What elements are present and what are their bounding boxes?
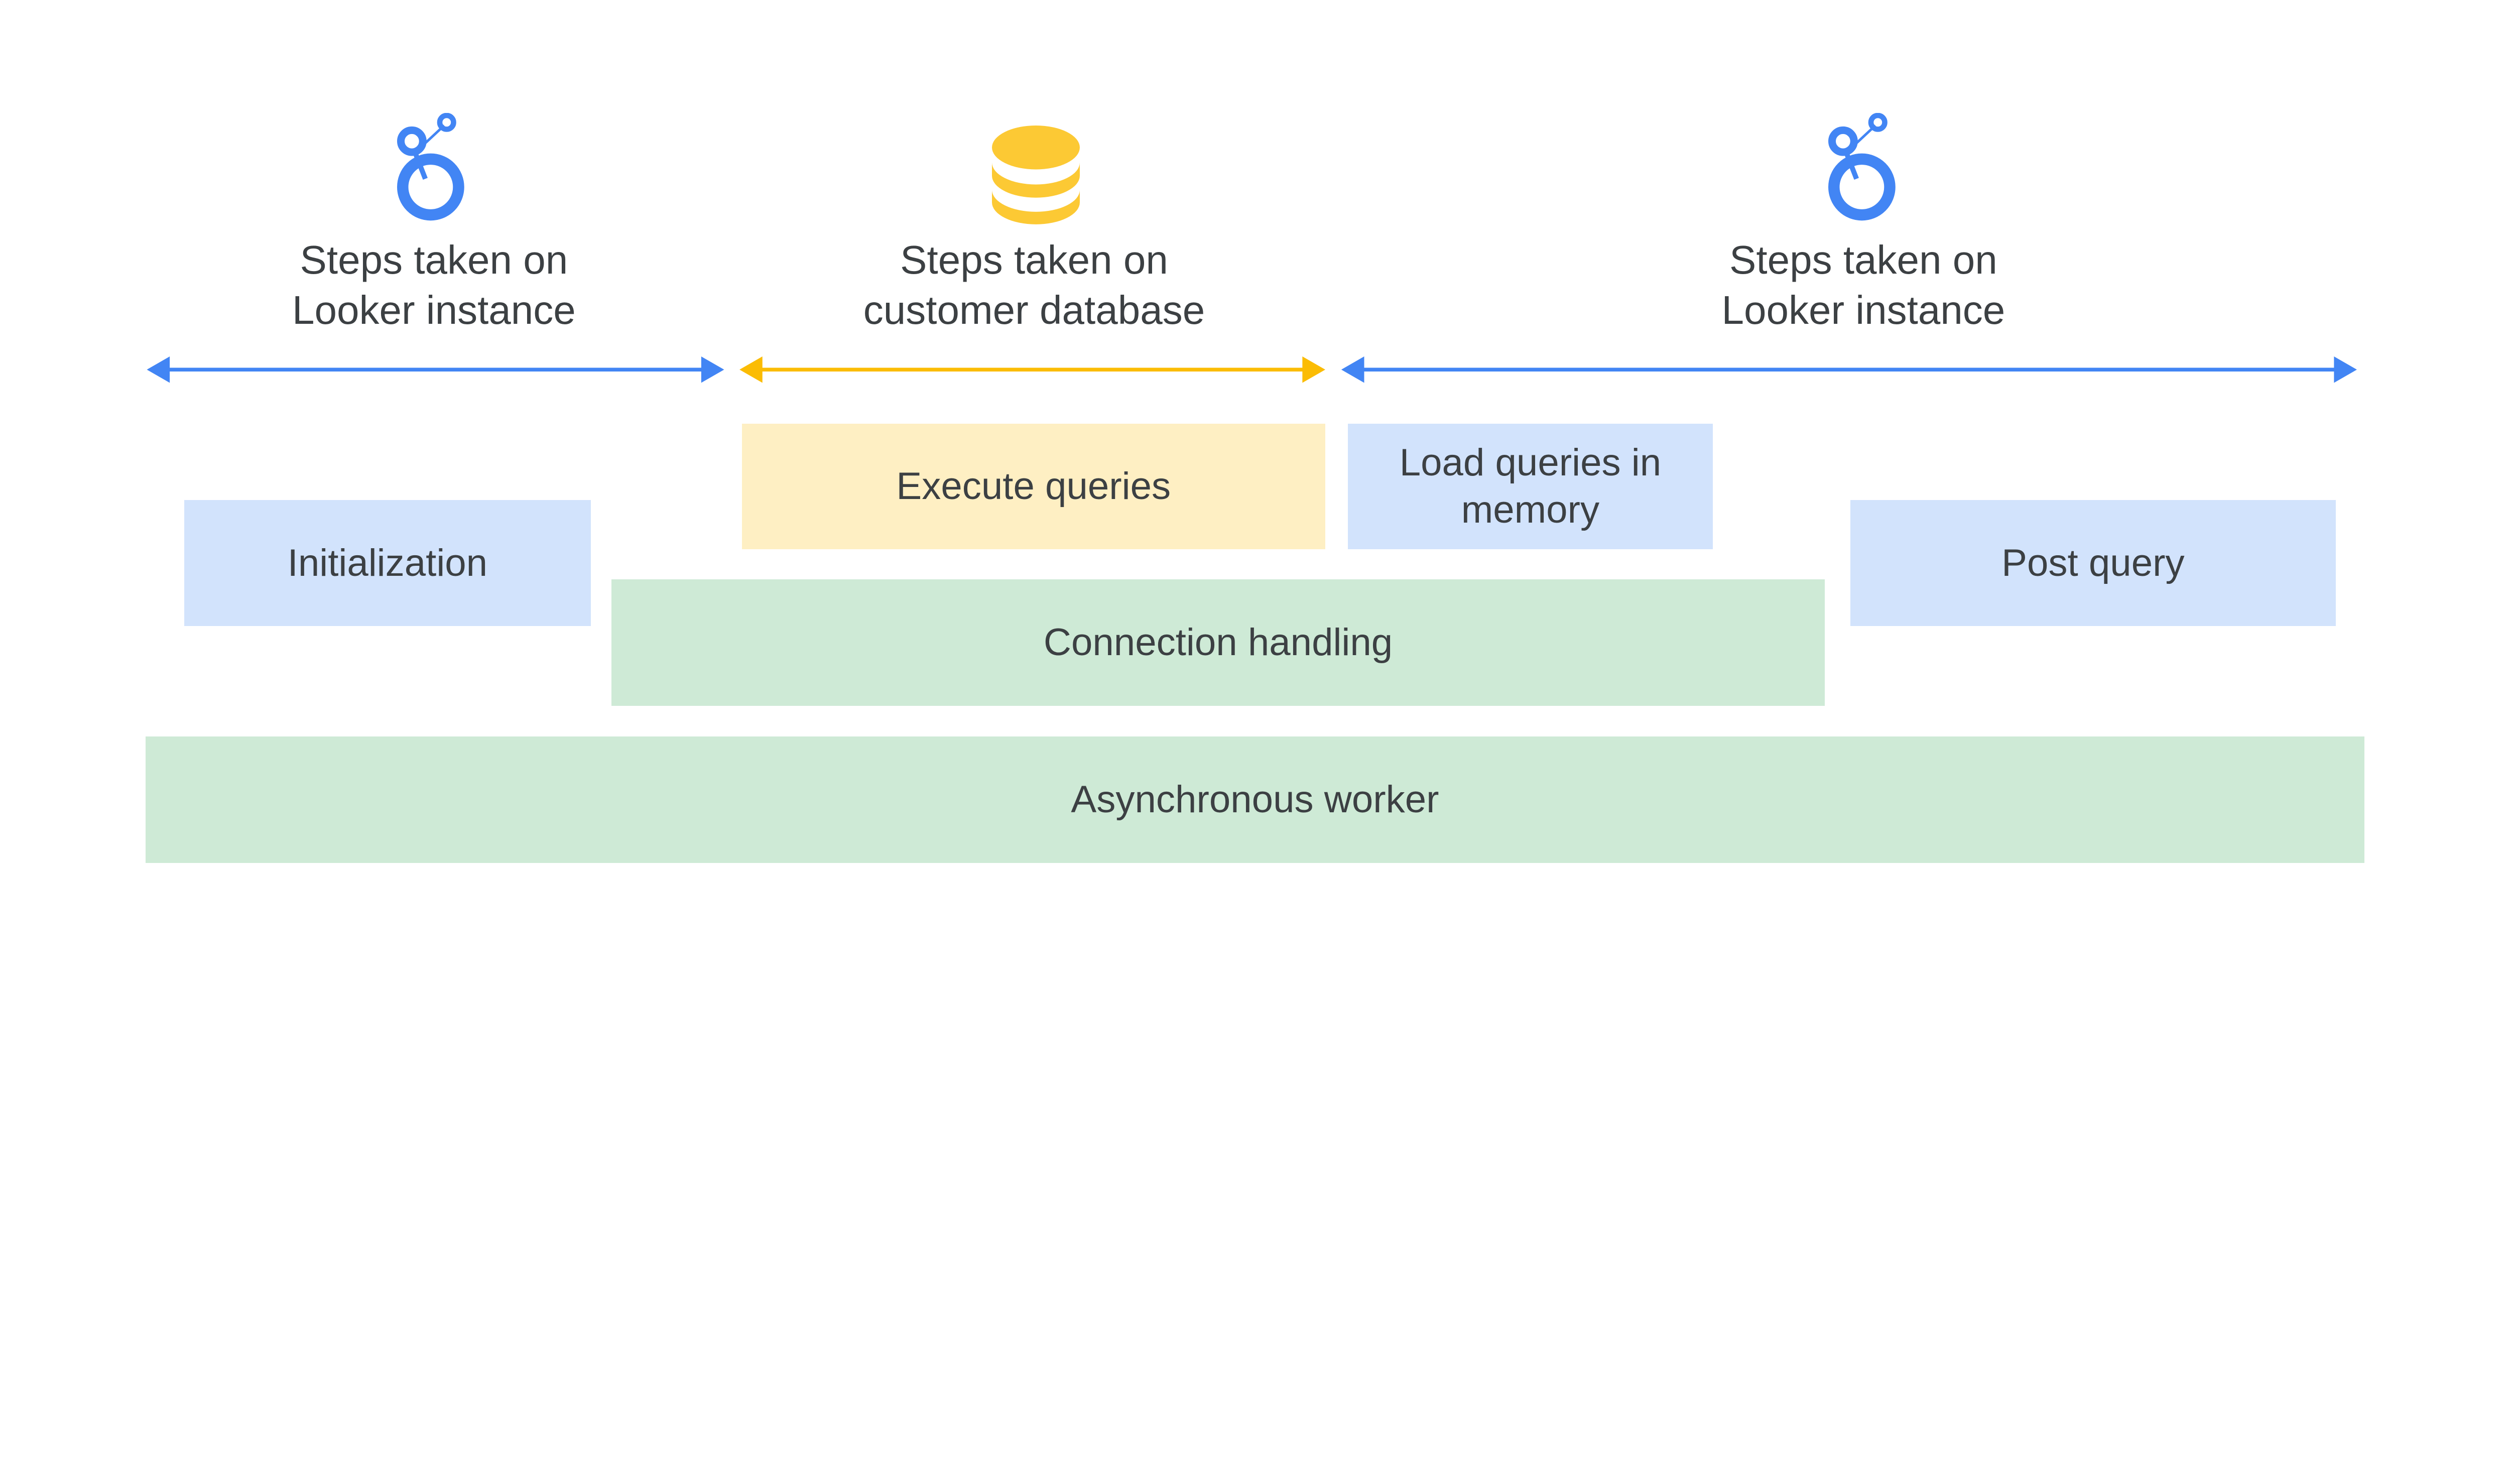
execute-queries-box: Execute queries — [741, 423, 1325, 549]
arrow-database — [739, 356, 1325, 383]
title-line: Steps taken on — [1729, 237, 1997, 282]
arrow-looker-2 — [1341, 356, 2357, 383]
database-icon — [992, 126, 1080, 224]
connection-handling-box: Connection handling — [611, 579, 1825, 706]
box-label: Initialization — [287, 541, 488, 584]
section-title-looker-2: Steps taken on Looker instance — [1644, 235, 2083, 335]
diagram: Steps taken on Looker instance Steps tak… — [146, 113, 2364, 863]
load-queries-box: Load queries in memory — [1348, 423, 1713, 549]
post-query-box: Post query — [1850, 500, 2336, 627]
section-title-looker-1: Steps taken on Looker instance — [214, 235, 654, 335]
box-label: Post query — [2001, 541, 2185, 584]
title-line: Looker instance — [292, 287, 576, 332]
looker-logo-icon — [1828, 113, 1896, 221]
arrow-looker-1 — [147, 356, 724, 383]
box-label: Load queries in memory — [1399, 441, 1662, 531]
title-line: Looker instance — [1721, 287, 2005, 332]
section-title-database: Steps taken on customer database — [815, 235, 1254, 335]
looker-logo-icon — [397, 113, 464, 221]
initialization-box: Initialization — [184, 500, 591, 627]
title-line: customer database — [863, 287, 1205, 332]
title-line: Steps taken on — [900, 237, 1168, 282]
title-line: Steps taken on — [300, 237, 568, 282]
box-label: Asynchronous worker — [1071, 778, 1439, 821]
box-label: Connection handling — [1043, 621, 1393, 664]
span-arrows — [147, 356, 2357, 383]
asynchronous-worker-box: Asynchronous worker — [146, 736, 2364, 863]
box-label: Execute queries — [896, 464, 1171, 508]
